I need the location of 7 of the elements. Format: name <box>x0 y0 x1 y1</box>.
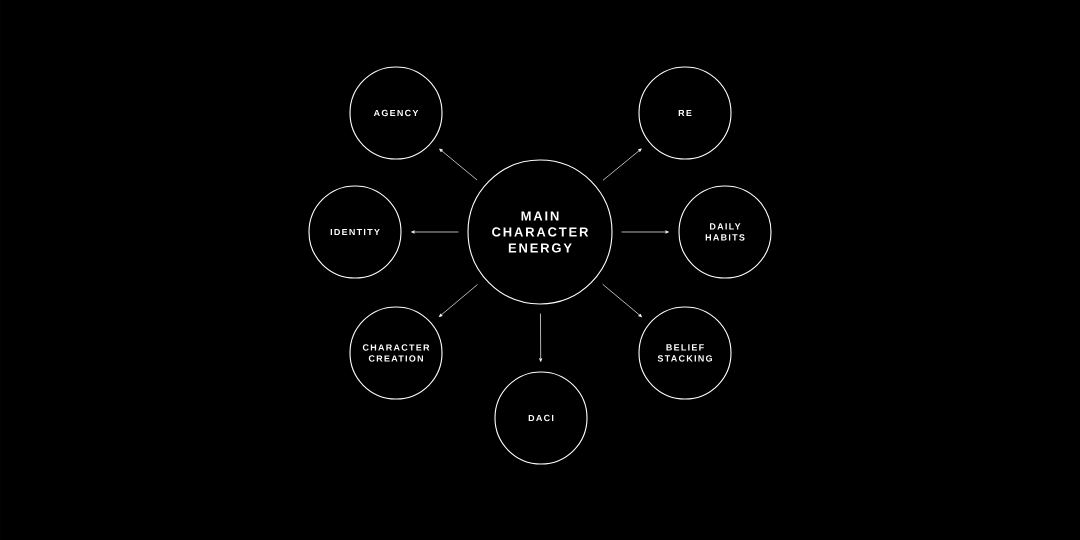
arrow <box>411 230 459 234</box>
arrow <box>439 148 478 181</box>
arrow <box>621 230 669 234</box>
arrow <box>539 313 543 362</box>
arrow <box>602 148 642 181</box>
arrow <box>602 283 642 318</box>
arrow <box>438 284 478 317</box>
